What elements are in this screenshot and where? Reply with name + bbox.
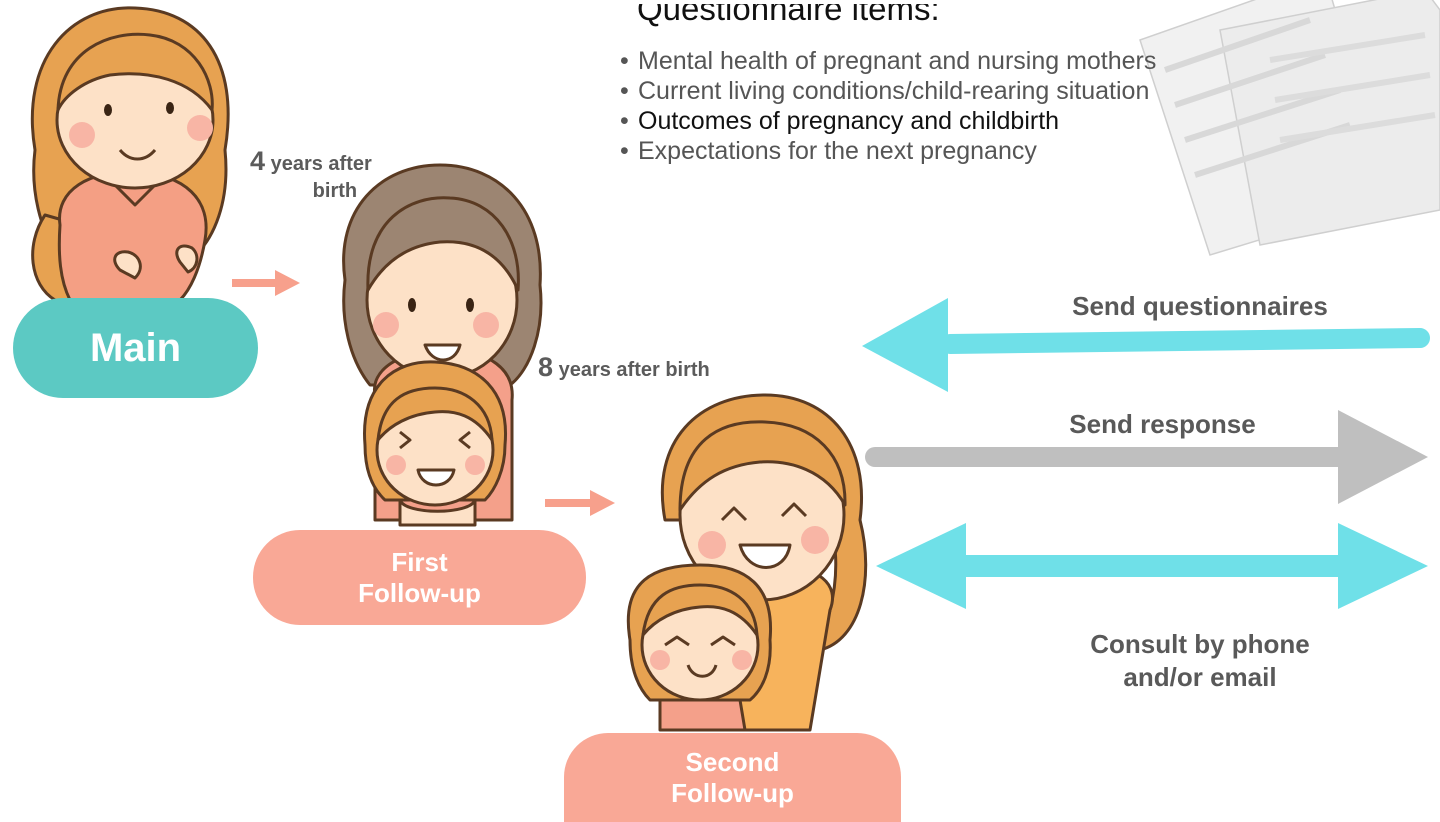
stage-second-followup-badge: Second Follow-up [564, 733, 901, 822]
pregnant-mother-illustration [30, 6, 230, 302]
timepoint-8-years-label: 8 years after birth [538, 352, 710, 382]
questionnaire-list: •Mental health of pregnant and nursing m… [614, 46, 1156, 166]
list-item: •Outcomes of pregnancy and childbirth [614, 106, 1156, 136]
timepoint-4-years-label: 4 years after birth [250, 146, 372, 203]
mother-child-illustration-2 [626, 393, 868, 732]
send-questionnaires-arrow [862, 298, 1430, 392]
send-response-label: Send response [1069, 409, 1256, 439]
bullet: • [620, 77, 629, 105]
list-item: •Mental health of pregnant and nursing m… [614, 46, 1156, 76]
consult-arrow [876, 523, 1428, 609]
list-item: •Expectations for the next pregnancy [614, 136, 1156, 166]
list-item: •Current living conditions/child-rearing… [614, 76, 1156, 106]
bullet: • [620, 137, 629, 165]
consult-label: Consult by phone and/or email [1090, 629, 1310, 692]
send-response-arrow [865, 410, 1428, 504]
document-icon [1139, 0, 1440, 256]
mother-child-illustration-1 [342, 163, 543, 527]
bullet: • [620, 107, 629, 135]
timeline-arrow-2 [545, 490, 615, 516]
stage-main-badge: Main [13, 298, 258, 398]
send-questionnaires-label: Send questionnaires [1072, 291, 1328, 321]
stage-first-followup-badge: First Follow-up [253, 530, 586, 625]
bullet: • [620, 47, 629, 75]
questionnaire-title: Questionnaire items: [637, 4, 940, 27]
timeline-arrow-1 [232, 270, 300, 296]
